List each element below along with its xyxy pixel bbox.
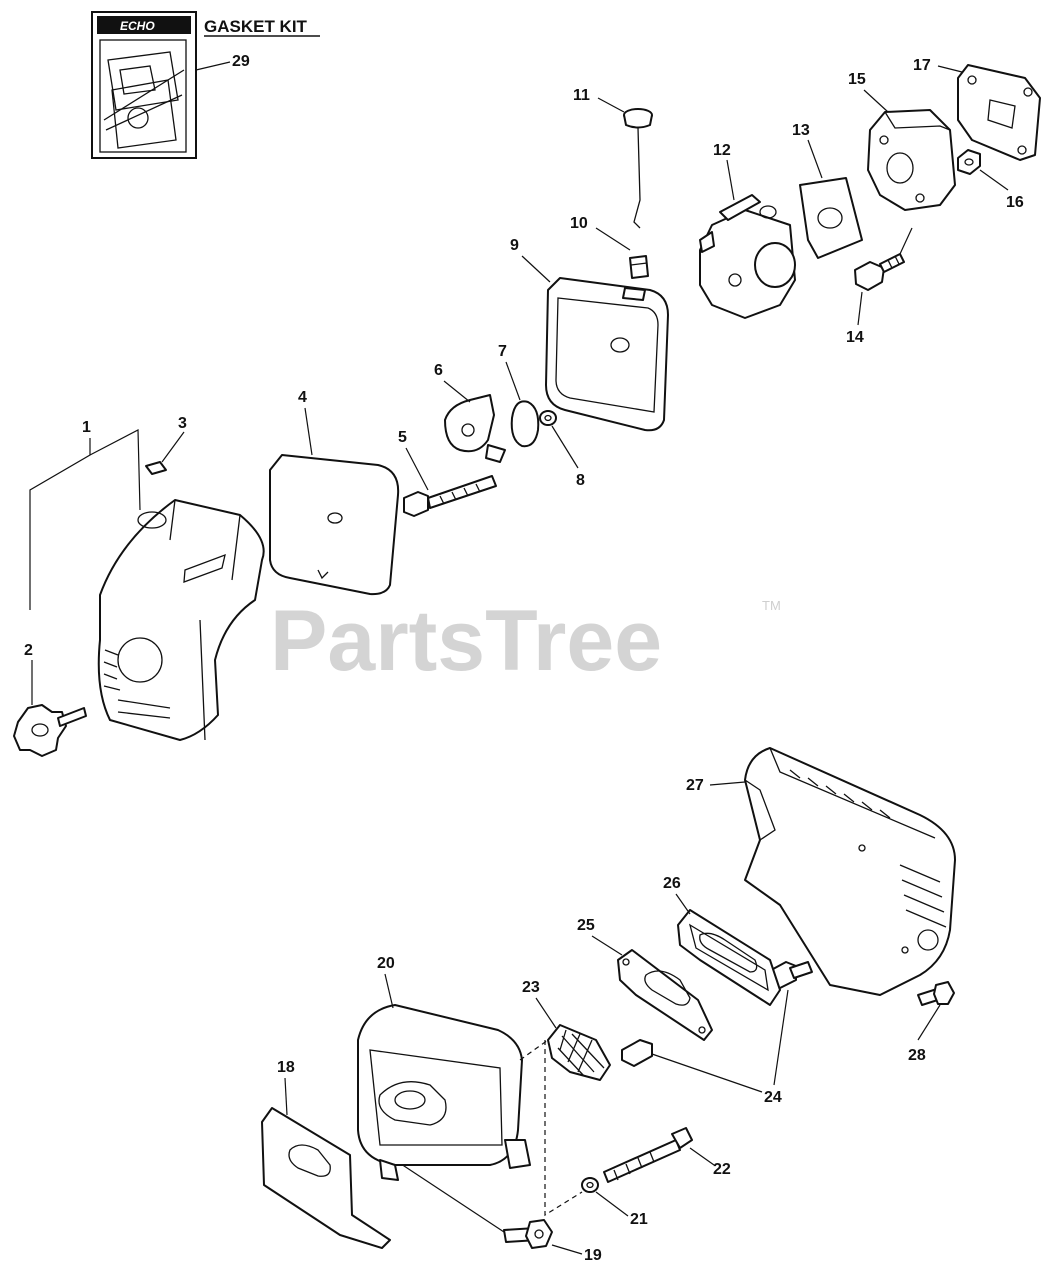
part-5-bolt[interactable] xyxy=(403,475,497,517)
part-25-gasket[interactable] xyxy=(617,949,713,1041)
callout-1: 1 xyxy=(82,419,91,436)
part-14-bolt[interactable] xyxy=(854,253,905,291)
callout-29: 29 xyxy=(232,53,250,70)
part-27-muffler-cover[interactable] xyxy=(744,747,956,996)
callout-25: 25 xyxy=(577,917,595,934)
part-10-grommet[interactable] xyxy=(629,255,649,279)
part-1-air-cleaner-cover[interactable] xyxy=(97,499,265,741)
callout-24: 24 xyxy=(764,1089,782,1106)
callout-6: 6 xyxy=(434,362,443,379)
part-4-filter-element[interactable] xyxy=(269,454,400,596)
callout-2: 2 xyxy=(24,642,33,659)
watermark-text: PartsTree xyxy=(270,593,662,689)
callout-27: 27 xyxy=(686,777,704,794)
callout-10: 10 xyxy=(570,215,588,232)
callout-16: 16 xyxy=(1006,194,1024,211)
callout-7: 7 xyxy=(498,343,507,360)
callout-20: 20 xyxy=(377,955,395,972)
gasket-kit-image[interactable]: ECHO xyxy=(91,11,197,159)
callout-21: 21 xyxy=(630,1211,648,1228)
part-9-air-cleaner-case[interactable] xyxy=(545,277,669,432)
part-23-spark-arrestor-screen[interactable] xyxy=(547,1024,611,1081)
assembly-guide-line xyxy=(519,1039,549,1061)
assembly-guide-line xyxy=(544,1040,583,1217)
watermark-trademark: TM xyxy=(762,598,781,613)
part-20-muffler[interactable] xyxy=(357,1004,531,1181)
callout-12: 12 xyxy=(713,142,731,159)
gasket-kit-title: GASKET KIT xyxy=(204,17,308,36)
part-19-bolt[interactable] xyxy=(503,1219,553,1249)
callout-14: 14 xyxy=(846,329,864,346)
callout-19: 19 xyxy=(584,1247,602,1264)
part-18-gasket-plate[interactable] xyxy=(261,1107,391,1249)
callout-17: 17 xyxy=(913,57,931,74)
callout-5: 5 xyxy=(398,429,407,446)
part-3-pad[interactable] xyxy=(145,461,167,475)
part-17-gasket[interactable] xyxy=(957,64,1041,161)
part-26-muffler-plate[interactable] xyxy=(677,909,781,1006)
part-28-bolt[interactable] xyxy=(917,981,955,1006)
callout-3: 3 xyxy=(178,415,187,432)
callout-15: 15 xyxy=(848,71,866,88)
callout-23: 23 xyxy=(522,979,540,996)
part-2-knob[interactable] xyxy=(13,704,87,757)
part-15-insulator[interactable] xyxy=(867,109,956,211)
callout-4: 4 xyxy=(298,389,307,406)
part-13-carburetor-gasket[interactable] xyxy=(799,177,863,259)
part-11-choke-rod[interactable] xyxy=(623,108,653,229)
callout-11: 11 xyxy=(573,87,590,104)
callout-26: 26 xyxy=(663,875,681,892)
callout-18: 18 xyxy=(277,1059,295,1076)
part-16-nut[interactable] xyxy=(957,149,981,175)
callout-9: 9 xyxy=(510,237,519,254)
gasket-kit-brand: ECHO xyxy=(120,19,155,33)
part-21-washer[interactable] xyxy=(581,1177,599,1193)
part-22-long-bolt[interactable] xyxy=(603,1127,693,1183)
callout-28: 28 xyxy=(908,1047,926,1064)
callout-22: 22 xyxy=(713,1161,731,1178)
part-7-plate[interactable] xyxy=(510,400,540,448)
part-8-washer[interactable] xyxy=(539,410,557,426)
callout-13: 13 xyxy=(792,122,810,139)
part-12-carburetor[interactable] xyxy=(699,194,796,319)
callout-8: 8 xyxy=(576,472,585,489)
part-6-bracket[interactable] xyxy=(444,394,506,463)
